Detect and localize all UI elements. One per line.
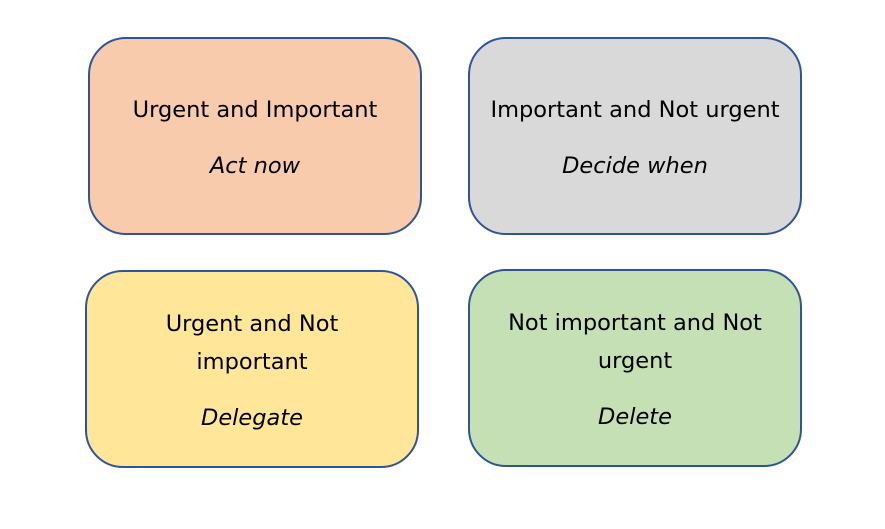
quadrant-action: Act now	[209, 153, 301, 179]
quadrant-action: Decide when	[562, 153, 708, 179]
quadrant-heading: Urgent and Important	[132, 97, 378, 123]
quadrant-not-important-not-urgent: Not important and Not urgent Delete	[468, 269, 802, 467]
quadrant-action: Delete	[598, 404, 672, 430]
quadrant-urgent-important: Urgent and Important Act now	[88, 37, 422, 235]
quadrant-urgent-not-important: Urgent and Not important Delegate	[85, 270, 419, 468]
quadrant-heading: Urgent and Not important	[165, 311, 339, 375]
quadrant-important-not-urgent: Important and Not urgent Decide when	[468, 37, 802, 235]
quadrant-heading: Not important and Not urgent	[508, 310, 762, 374]
quadrant-action: Delegate	[201, 405, 303, 431]
quadrant-heading: Important and Not urgent	[490, 97, 780, 123]
